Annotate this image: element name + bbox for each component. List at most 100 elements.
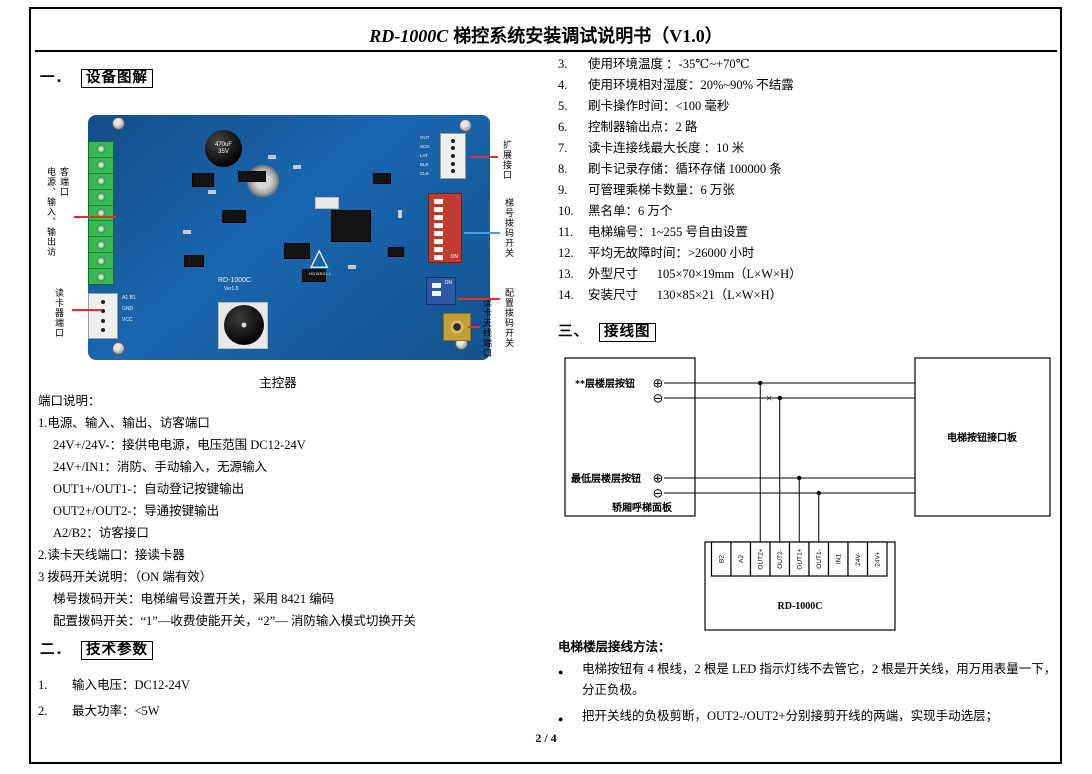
- button-interface-box: [914, 357, 1051, 517]
- dip-toggle: [434, 231, 443, 236]
- spec-text: 刷卡记录存储：循环存储 100000 条: [588, 162, 782, 176]
- terminal-cell: [89, 237, 113, 254]
- wiring-method-list: ● 电梯按钮有 4 根线，2 根是 LED 指示灯线不去管它，2 根是开关线，用…: [558, 659, 1058, 735]
- pcb-board: OUT SCN LAT BLK CLK ON ON: [88, 115, 490, 360]
- ic-chip: [184, 255, 204, 267]
- callout-line: [464, 232, 500, 234]
- dip-toggle: [432, 291, 441, 296]
- bullet-icon: ●: [558, 667, 564, 677]
- param-item: 1. 输入电压：DC12-24V: [38, 672, 518, 698]
- spec-list: 3.使用环境温度 ：-35℃~+70℃ 4. 使用环境相对湿度：20%~90% 不…: [558, 54, 1058, 306]
- spec-text: 使用环境相对湿度：20%~90% 不结露: [588, 78, 794, 92]
- section-device-title: 设备图解: [81, 69, 153, 88]
- board-version-silkscreen: Ver1.0: [224, 286, 239, 292]
- minus-terminal-icon: ⊖: [653, 487, 664, 502]
- param-text: 最大功率：<5W: [72, 704, 160, 718]
- port-desc-line: OUT2+/OUT2-：导通按键输出: [53, 504, 220, 518]
- ic-chip: [222, 210, 246, 223]
- dip-toggle: [434, 215, 443, 220]
- callout-expansion-port: 扩展接口: [502, 140, 512, 180]
- spec-number: 11.: [558, 225, 574, 239]
- screw-icon: [112, 117, 125, 130]
- terminal-label: 24V+: [874, 551, 881, 567]
- terminal-cell: [89, 142, 113, 158]
- spec-number: 4.: [558, 78, 568, 92]
- connector-pin: [451, 153, 455, 158]
- wire-cut-icon: ×: [766, 391, 773, 405]
- resistor: [208, 190, 216, 194]
- dip-toggle: [434, 247, 443, 252]
- capacitor-voltage: 35V: [218, 148, 229, 155]
- method-item: ● 电梯按钮有 4 根线，2 根是 LED 指示灯线不去管它，2 根是开关线，用…: [558, 659, 1058, 701]
- terminal-label: OUT1+: [796, 548, 803, 569]
- spec-item: 4. 使用环境相对湿度：20%~90% 不结露: [558, 75, 1058, 96]
- brand-logo-icon: △: [310, 243, 329, 271]
- connector-pin: [101, 309, 105, 314]
- spec-text: 安装尺寸 130×85×21（L×W×H）: [588, 288, 783, 302]
- param-number: 2.: [38, 704, 48, 718]
- terminal-label: B2: [718, 555, 725, 563]
- spec-number: 3.: [558, 57, 568, 71]
- connector-pin: [451, 169, 455, 174]
- spec-number: 5.: [558, 99, 568, 113]
- spec-number: 13.: [558, 267, 574, 281]
- spec-text: 黑名单：6 万个: [588, 204, 673, 218]
- port-description: 端口说明： 1.电源、输入、输出、访客端口 24V+/24V-：接供电电源，电压…: [38, 390, 543, 632]
- ic-chip: [331, 210, 371, 242]
- callout-line: [468, 326, 480, 328]
- page-border: [29, 7, 1062, 764]
- ic-chip: [388, 247, 404, 257]
- dip-on-label: ON: [450, 254, 459, 260]
- terminal-label: OUT2+: [757, 548, 764, 569]
- terminal-cell: [89, 189, 113, 206]
- car-panel-box: [564, 357, 696, 517]
- spec-item: 5.刷卡操作时间：<100 毫秒: [558, 96, 1058, 117]
- config-dip-switch: ON: [426, 277, 456, 305]
- dip-toggle: [434, 255, 443, 260]
- connector-pin: [451, 146, 455, 151]
- terminal-cell: [89, 205, 113, 222]
- section-device-header: 一．设备图解: [40, 66, 153, 88]
- callout-line: [72, 309, 102, 311]
- junction-dot: [797, 475, 802, 481]
- spec-number: 14.: [558, 288, 574, 302]
- junction-dot: [777, 395, 782, 401]
- ic-chip: [373, 173, 391, 184]
- terminal-label: OUT2-: [777, 549, 784, 569]
- capacitor-value: 470uF: [214, 141, 232, 148]
- port-desc-line: A2/B2：访客接口: [53, 526, 149, 540]
- terminal-cell: [89, 221, 113, 238]
- resistor: [293, 165, 301, 169]
- spec-item: 11.电梯编号：1~255 号自由设置: [558, 222, 1058, 243]
- ic-chip: [238, 171, 266, 182]
- method-text: 电梯按钮有 4 根线，2 根是 LED 指示灯线不去管它，2 根是开关线，用万用…: [582, 662, 1057, 697]
- page-title-model: RD-1000C: [369, 26, 449, 46]
- callout-line: [470, 156, 498, 158]
- junction-dot: [758, 380, 763, 386]
- spec-item: 3.使用环境温度 ：-35℃~+70℃: [558, 54, 1058, 75]
- reader-connector: [88, 293, 118, 339]
- connector-pin: [101, 299, 105, 304]
- plus-terminal-icon: ⊕: [653, 377, 664, 392]
- junction-dot: [816, 490, 821, 496]
- spec-item: 6.控制器输出点：2 路: [558, 117, 1058, 138]
- terminal-label: 24V-: [855, 552, 862, 565]
- section-wiring-header: 三、接线图: [558, 320, 656, 342]
- buzzer: [224, 305, 264, 345]
- title-divider: [35, 50, 1057, 52]
- screw-icon: [459, 119, 472, 132]
- brand-logo-text: HDWBELL: [309, 271, 332, 276]
- port-desc-line: 2.读卡天线端口：接读卡器: [38, 548, 185, 562]
- ic-chip: [192, 173, 214, 187]
- param-number: 1.: [38, 678, 48, 692]
- port-desc-line: 配置拨码开关：“1”—收费使能开关，“2”— 消防输入模式切换开关: [53, 614, 416, 628]
- minus-terminal-icon: ⊖: [653, 392, 664, 407]
- terminal-label: OUT1-: [816, 549, 823, 569]
- dip-toggle: [434, 223, 443, 228]
- spec-item: 13.外型尺寸 105×70×19mm（L×W×H）: [558, 264, 1058, 285]
- figure-caption: 主控器: [259, 376, 297, 390]
- bullet-icon: ●: [558, 714, 564, 724]
- section-params-header: 二．技术参数: [40, 638, 153, 660]
- capacitor: 470uF 35V: [205, 130, 242, 167]
